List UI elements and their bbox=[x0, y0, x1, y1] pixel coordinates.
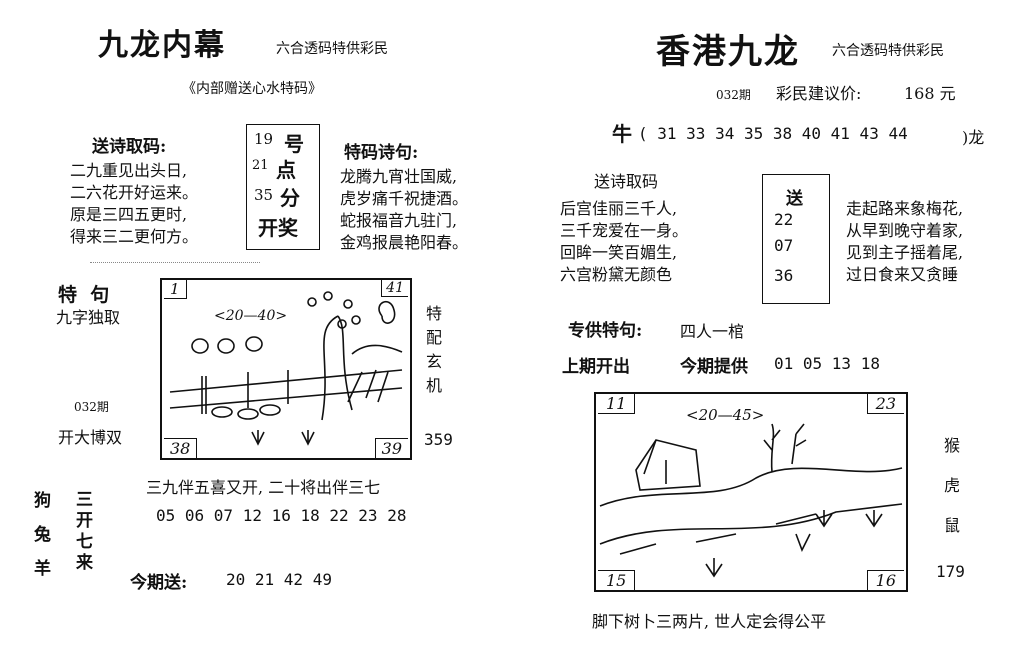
right-picture: 11 23 15 16 <20—45> bbox=[594, 392, 908, 592]
poem-line: 二九重见出头日, bbox=[70, 161, 188, 180]
left-verse-line: 三九伴五喜又开, 二十将出伴三七 bbox=[146, 478, 381, 497]
vertical-char: 玄 bbox=[426, 352, 443, 371]
left-picture-corner-bl: 38 bbox=[164, 438, 198, 458]
right-today-label: 今期提供 bbox=[680, 357, 748, 377]
left-picture-corner-tl: 1 bbox=[164, 280, 187, 299]
draw-open-label: 开奖 bbox=[258, 216, 298, 240]
poem-line: 虎岁痛千祝捷酒。 bbox=[340, 189, 469, 208]
right-send-number: 07 bbox=[774, 236, 794, 255]
draw-hour-unit: 点 bbox=[276, 158, 296, 182]
right-send-number: 36 bbox=[774, 266, 794, 285]
left-special-sub: 九字独取 bbox=[56, 308, 121, 327]
right-slogan: 六合透码特供彩民 bbox=[832, 43, 944, 59]
right-special-value: 四人一棺 bbox=[680, 322, 745, 341]
right-last-label: 上期开出 bbox=[562, 357, 630, 377]
draw-minute-unit: 分 bbox=[280, 186, 300, 210]
left-tema-poem: 龙腾九宵壮国威, 虎岁痛千祝捷酒。 蛇报福音九驻门, 金鸡报晨艳阳春。 bbox=[340, 166, 468, 254]
poem-line: 二六花开好运来。 bbox=[70, 183, 199, 202]
vertical-char: 七 bbox=[76, 532, 93, 552]
right-send-box-label: 送 bbox=[786, 189, 803, 209]
right-poem-right: 走起路来象梅花, 从早到晚守着家, 见到主子摇着尾, 过日食来又贪睡 bbox=[846, 198, 963, 286]
vertical-char: 来 bbox=[76, 553, 93, 573]
right-send-box bbox=[762, 174, 830, 304]
right-picture-range: <20—45> bbox=[686, 406, 765, 424]
right-picture-corner-tr: 23 bbox=[866, 394, 904, 414]
vertical-char: 猴 bbox=[944, 436, 961, 455]
divider bbox=[90, 262, 260, 263]
poem-line: 原是三四五更时, bbox=[70, 205, 188, 224]
left-picture: 1 41 38 39 <20—40> bbox=[160, 278, 412, 460]
draw-day: 19 bbox=[254, 130, 274, 148]
poem-line: 三千宠爱在一身。 bbox=[560, 221, 689, 240]
right-price: 168 元 bbox=[904, 84, 956, 103]
left-three-open: 三 开 七 来 bbox=[76, 490, 93, 574]
left-today-label: 今期送: bbox=[130, 573, 188, 593]
vertical-char: 虎 bbox=[944, 476, 961, 495]
poem-line: 得来三二更何方。 bbox=[70, 227, 199, 246]
left-picture-corner-br: 39 bbox=[374, 438, 408, 458]
left-special-label: 特 句 bbox=[58, 284, 110, 306]
left-sketch-illustration bbox=[169, 291, 403, 446]
poem-line: 后宫佳丽三千人, bbox=[560, 199, 678, 218]
right-picture-corner-bl: 15 bbox=[598, 570, 636, 590]
right-dragon-label: )龙 bbox=[962, 128, 985, 147]
left-big-double: 开大博双 bbox=[58, 428, 123, 447]
draw-hour: 21 bbox=[252, 158, 269, 173]
right-ox-label: 牛 bbox=[612, 122, 632, 146]
left-today-numbers: 20 21 42 49 bbox=[226, 570, 332, 589]
right-side-vertical: 猴 虎 鼠 bbox=[944, 426, 960, 546]
vertical-char: 鼠 bbox=[944, 516, 961, 535]
draw-minute: 35 bbox=[254, 186, 274, 204]
right-issue: 032期 bbox=[716, 88, 751, 102]
left-slogan: 六合透码特供彩民 bbox=[276, 41, 388, 57]
draw-day-unit: 号 bbox=[284, 132, 304, 156]
right-today-numbers: 01 05 13 18 bbox=[774, 354, 880, 373]
right-picture-corner-br: 16 bbox=[866, 570, 904, 590]
left-subtitle: 《内部赠送心水特码》 bbox=[182, 81, 322, 97]
left-picture-range: <20—40> bbox=[214, 308, 288, 324]
right-send-label: 送诗取码 bbox=[594, 172, 659, 191]
right-title: 香港九龙 bbox=[656, 32, 800, 72]
zodiac-char: 羊 bbox=[34, 559, 51, 579]
vertical-char: 配 bbox=[426, 328, 443, 347]
zodiac-char: 狗 bbox=[34, 491, 51, 511]
draw-time-box bbox=[246, 124, 320, 250]
poem-line: 见到主子摇着尾, bbox=[846, 243, 964, 262]
right-send-number: 22 bbox=[774, 210, 794, 229]
poem-line: 过日食来又贪睡 bbox=[846, 265, 959, 284]
poem-line: 走起路来象梅花, bbox=[846, 199, 964, 218]
right-price-label: 彩民建议价: bbox=[776, 84, 862, 103]
right-poem-left: 后宫佳丽三千人, 三千宠爱在一身。 回眸一笑百媚生, 六宫粉黛无颜色 bbox=[560, 198, 688, 286]
right-special-label: 专供特句: bbox=[568, 321, 643, 341]
vertical-char: 特 bbox=[426, 304, 443, 323]
left-send-label: 送诗取码: bbox=[92, 137, 167, 157]
poem-line: 龙腾九宵壮国威, bbox=[340, 167, 458, 186]
right-sketch-illustration bbox=[599, 423, 903, 578]
zodiac-char: 兔 bbox=[34, 525, 51, 545]
poem-line: 六宫粉黛无颜色 bbox=[560, 265, 673, 284]
right-side-number: 179 bbox=[936, 562, 965, 581]
poem-line: 蛇报福音九驻门, bbox=[340, 211, 458, 230]
left-tema-label: 特码诗句: bbox=[344, 143, 419, 163]
left-zodiac: 狗 兔 羊 bbox=[34, 484, 51, 586]
left-side-number: 359 bbox=[424, 430, 453, 449]
vertical-char: 三 bbox=[76, 490, 93, 510]
left-issue: 032期 bbox=[74, 400, 109, 414]
left-numbers-line: 05 06 07 12 16 18 22 23 28 bbox=[156, 506, 407, 525]
vertical-char: 机 bbox=[426, 376, 443, 395]
vertical-char: 开 bbox=[76, 511, 93, 531]
poem-line: 金鸡报晨艳阳春。 bbox=[340, 233, 469, 252]
left-picture-corner-tr: 41 bbox=[381, 280, 408, 297]
left-title: 九龙内幕 bbox=[98, 28, 226, 63]
poem-line: 从早到晚守着家, bbox=[846, 221, 964, 240]
right-ox-numbers: ( 31 33 34 35 38 40 41 43 44 bbox=[638, 124, 908, 143]
right-bottom-line: 脚下树卜三两片, 世人定会得公平 bbox=[592, 612, 827, 631]
left-side-vertical: 特 配 玄 机 bbox=[426, 300, 442, 396]
right-picture-corner-tl: 11 bbox=[598, 394, 636, 414]
left-send-poem: 二九重见出头日, 二六花开好运来。 原是三四五更时, 得来三二更何方。 bbox=[70, 160, 198, 248]
poem-line: 回眸一笑百媚生, bbox=[560, 243, 678, 262]
